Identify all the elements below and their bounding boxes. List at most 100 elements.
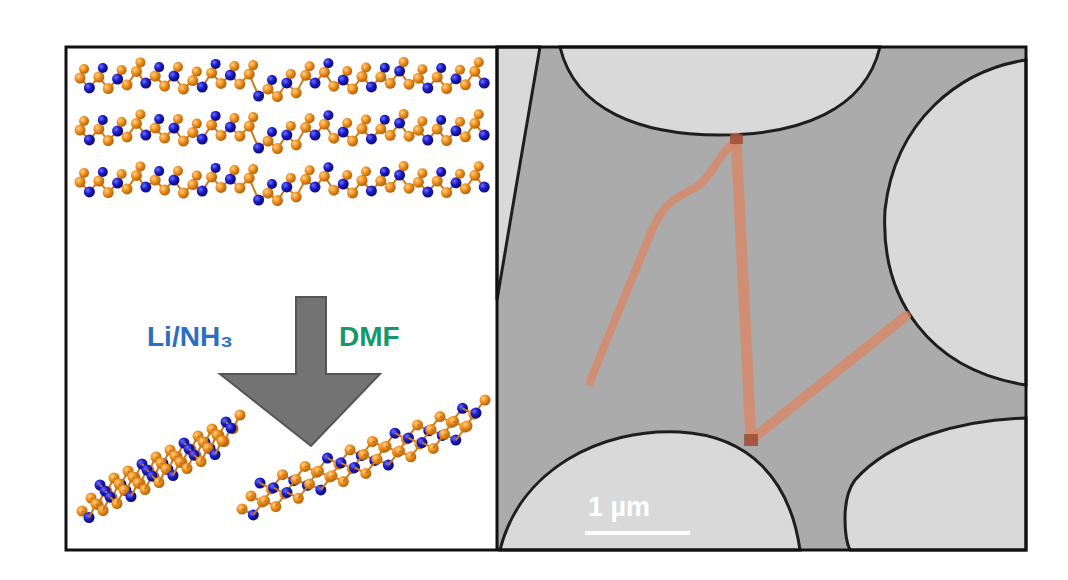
nitrogen-atom — [422, 187, 433, 198]
carbon-atom — [135, 109, 145, 119]
nitrogen-atom — [422, 135, 433, 146]
carbon-atom — [342, 170, 352, 180]
carbon-atom — [413, 73, 424, 84]
nitrogen-atom — [323, 162, 333, 172]
process-arrow — [220, 297, 380, 446]
carbon-atom — [159, 133, 170, 144]
nitrogen-atom — [338, 75, 349, 86]
carbon-atom — [474, 161, 484, 171]
carbon-atom — [305, 61, 315, 71]
carbon-atom — [216, 78, 227, 89]
nitrogen-atom — [281, 129, 292, 140]
nitrogen-atom — [140, 78, 151, 89]
carbon-atom — [103, 135, 114, 146]
carbon-atom — [347, 136, 358, 147]
carbon-atom — [305, 113, 315, 123]
carbon-atom — [248, 164, 258, 174]
nitrogen-atom — [281, 181, 292, 192]
nitrogen-atom — [310, 78, 321, 89]
carbon-atom — [342, 118, 352, 128]
carbon-atom — [122, 79, 133, 90]
carbon-atom — [206, 119, 217, 130]
carbon-atom — [432, 124, 443, 135]
carbon-atom — [122, 183, 133, 194]
nitrogen-atom — [197, 82, 208, 93]
carbon-atom — [93, 72, 104, 83]
nitrogen-atom — [394, 66, 405, 77]
nitrogen-atom — [380, 115, 390, 125]
carbon-atom — [469, 170, 480, 181]
nitrogen-atom — [267, 179, 277, 189]
carbon-atom — [216, 130, 227, 141]
carbon-atom — [404, 183, 415, 194]
nitrogen-atom — [394, 118, 405, 129]
carbon-atom — [328, 81, 339, 92]
nitrogen-atom — [84, 134, 95, 145]
nitrogen-atom — [169, 123, 180, 134]
carbon-atom — [103, 187, 114, 198]
carbon-atom — [300, 70, 311, 81]
carbon-atom — [404, 79, 415, 90]
carbon-atom — [79, 168, 89, 178]
carbon-atom — [300, 122, 311, 133]
carbon-atom — [103, 83, 114, 94]
nitrogen-atom — [380, 63, 390, 73]
nanoribbons — [590, 138, 906, 440]
nitrogen-atom — [310, 130, 321, 141]
panel-divider — [496, 47, 499, 550]
nitrogen-atom — [211, 59, 221, 69]
carbon-atom — [361, 115, 371, 125]
carbon-atom — [347, 84, 358, 95]
carbon-atom — [75, 73, 86, 84]
scale-label: 1 µm — [588, 494, 650, 521]
carbon-atom — [79, 116, 89, 126]
carbon-atom — [432, 176, 443, 187]
carbon-atom — [319, 171, 330, 182]
nitrogen-atom — [451, 125, 462, 136]
carbon-atom — [117, 117, 127, 127]
nitrogen-atom — [451, 177, 462, 188]
nitrogen-atom — [323, 58, 333, 68]
nitrogen-atom — [226, 423, 237, 434]
carbon-atom — [441, 187, 452, 198]
carbon-atom — [455, 65, 465, 75]
nitrogen-atom — [211, 111, 221, 121]
carbon-atom — [187, 75, 198, 86]
nitrogen-atom — [84, 186, 95, 197]
carbon-atom — [441, 83, 452, 94]
carbon-atom — [263, 84, 274, 95]
nitrogen-atom — [112, 178, 123, 189]
carbon-atom — [229, 61, 239, 71]
carbon-atom — [385, 78, 396, 89]
nitrogen-atom — [471, 408, 482, 419]
nitrogen-atom — [267, 127, 277, 137]
carbon-atom — [385, 130, 396, 141]
carbon-atom — [474, 57, 484, 67]
nitrogen-atom — [267, 75, 277, 85]
grid-holes — [497, 47, 1026, 550]
carbon-atom — [192, 119, 202, 129]
carbon-atom — [357, 71, 368, 82]
carbon-atom — [178, 188, 189, 199]
nitrogen-atom — [323, 110, 333, 120]
carbon-atom — [469, 118, 480, 129]
carbon-atom — [244, 173, 255, 184]
atom-model — [75, 57, 491, 523]
carbon-atom — [460, 183, 471, 194]
carbon-atom — [291, 139, 302, 150]
nitrogen-atom — [98, 115, 108, 125]
carbon-atom — [375, 175, 386, 186]
carbon-atom — [480, 395, 491, 406]
carbon-atom — [413, 177, 424, 188]
carbon-atom — [131, 170, 142, 181]
carbon-atom — [173, 114, 183, 124]
carbon-atom — [229, 113, 239, 123]
carbon-atom — [192, 171, 202, 181]
carbon-atom — [460, 79, 471, 90]
carbon-atom — [469, 66, 480, 77]
carbon-atom — [474, 109, 484, 119]
nitrogen-atom — [380, 167, 390, 177]
carbon-atom — [432, 72, 443, 83]
nitrogen-atom — [154, 114, 164, 124]
nitrogen-atom — [154, 166, 164, 176]
